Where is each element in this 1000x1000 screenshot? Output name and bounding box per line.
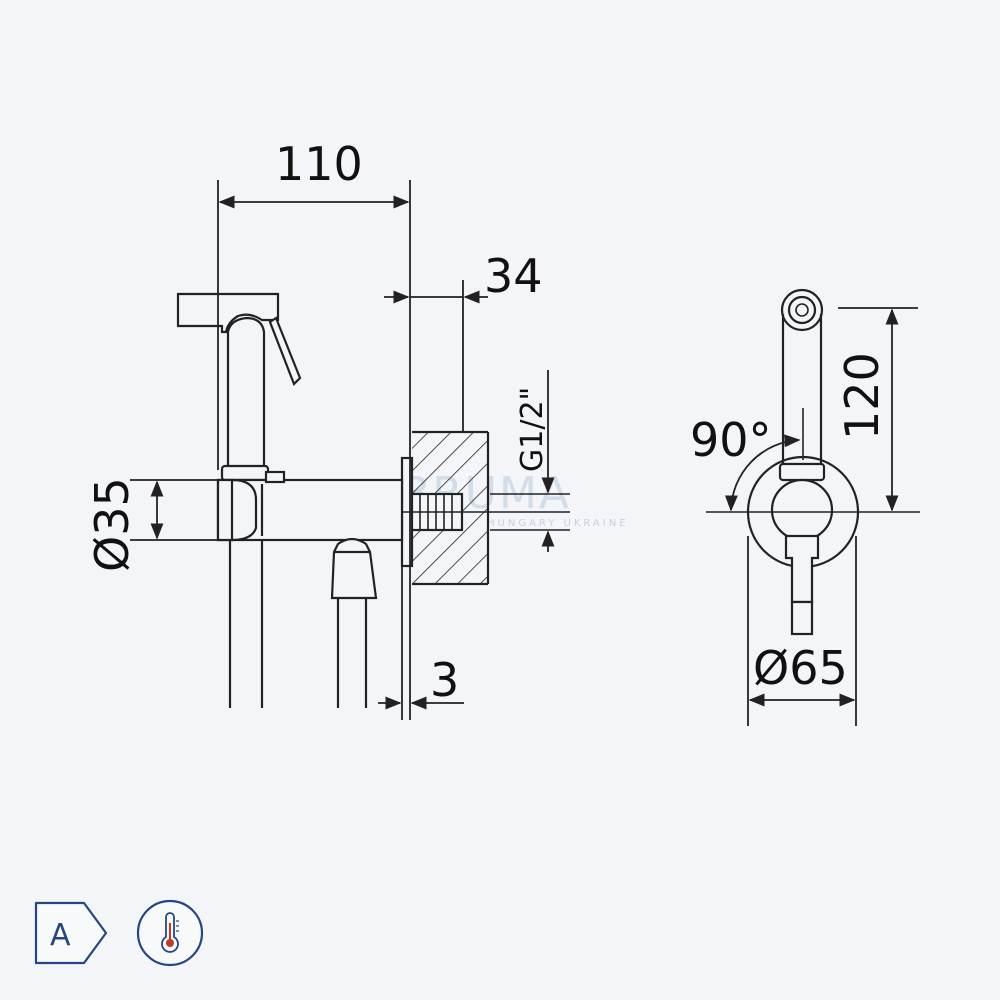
- holder-body: [216, 478, 404, 542]
- side-view: 110 34 G1/2" Ø35 3: [85, 137, 570, 720]
- shower-head: [176, 292, 280, 334]
- thermometer-icon: [136, 899, 204, 967]
- dim-thread: G1/2": [515, 387, 550, 472]
- dim-overall-length: 110: [275, 137, 363, 191]
- dim-body-diameter: Ø35: [85, 477, 139, 572]
- energy-class-icon: A: [34, 901, 108, 965]
- feature-badges: A: [30, 897, 210, 969]
- dim-outlet-length: 34: [484, 249, 543, 303]
- dim-flange-thickness: 3: [430, 653, 459, 707]
- dim-angle: 90°: [690, 413, 772, 467]
- energy-class-label: A: [50, 918, 71, 953]
- front-view: 120 90° Ø65: [690, 288, 920, 726]
- shower-lever: [268, 316, 302, 386]
- dim-height: 120: [835, 352, 889, 440]
- hose-connector: [330, 537, 378, 600]
- watermark-subtitle: HUNGARY UKRAINE: [487, 518, 629, 529]
- dim-flange-diameter: Ø65: [753, 641, 848, 695]
